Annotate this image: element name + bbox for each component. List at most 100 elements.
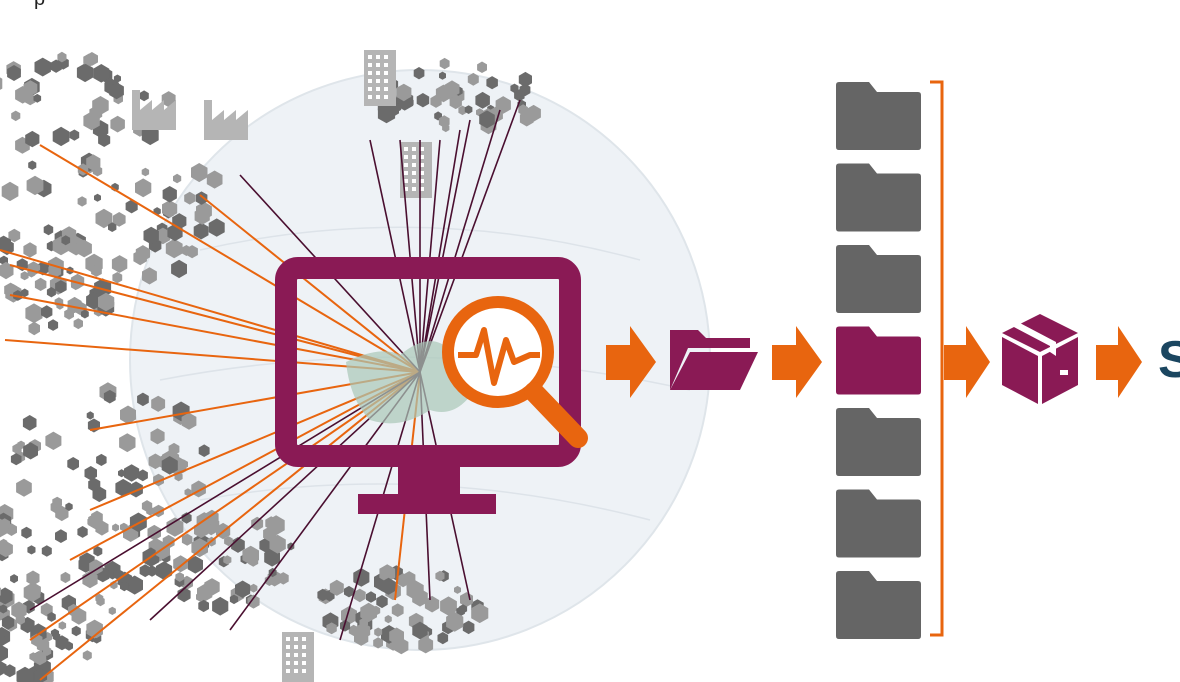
hexagon: [55, 529, 67, 543]
hexagon: [194, 207, 210, 225]
hexagon: [150, 428, 165, 445]
hexagon: [55, 280, 67, 294]
hexagon: [397, 573, 410, 588]
hexagon: [156, 561, 173, 580]
hexagon: [45, 431, 62, 450]
hexagon: [34, 277, 47, 291]
hexagon: [1, 181, 19, 202]
building-icon: [400, 142, 432, 198]
connection-line: [369, 139, 421, 373]
hexagon: [10, 574, 18, 584]
hexagon: [223, 555, 232, 565]
hexagon: [40, 602, 53, 617]
hexagon: [120, 581, 129, 592]
hexagon: [0, 587, 13, 605]
hexagon: [477, 61, 487, 73]
monitor-icon: [275, 257, 581, 514]
hexagon: [418, 636, 434, 654]
hexagon: [0, 77, 3, 90]
folder-icon: [836, 489, 921, 558]
hexagon: [41, 305, 53, 319]
hexagon: [143, 226, 159, 245]
hexagon: [0, 604, 8, 614]
hexagon: [25, 303, 43, 324]
hexagon: [98, 133, 111, 147]
hexagon: [440, 596, 457, 616]
hexagon: [112, 523, 120, 532]
hexagon: [198, 444, 210, 457]
hexagon: [406, 580, 424, 600]
hexagon: [95, 208, 113, 229]
hexagon: [161, 456, 178, 475]
hexagon: [94, 193, 101, 202]
hexagon: [413, 67, 425, 80]
arrow-right-icon: [1096, 326, 1142, 398]
connection-line: [9, 264, 421, 373]
hexagon: [120, 405, 136, 425]
hexagon: [16, 666, 34, 682]
hexagon: [344, 585, 354, 598]
hexagon: [11, 601, 27, 620]
hexagon: [212, 596, 229, 616]
hexagon: [29, 652, 38, 662]
hexagon: [437, 632, 449, 645]
folder-stack: [836, 82, 921, 639]
hexagon: [191, 163, 208, 183]
hexagon: [173, 173, 182, 184]
hexagon: [479, 110, 495, 129]
hexagon: [48, 319, 59, 331]
folder-icon: [836, 571, 921, 639]
hexagon: [162, 200, 178, 218]
hexagon: [21, 288, 29, 298]
connection-line: [29, 371, 421, 641]
hexagon: [25, 130, 40, 148]
cropped-text-top: p: [34, 0, 45, 11]
hexagon: [7, 65, 21, 81]
hexagon: [0, 644, 8, 662]
hexagon: [23, 242, 37, 258]
hexagon: [412, 621, 428, 640]
folder-icon: [836, 408, 921, 476]
hexagon: [0, 518, 9, 538]
hexagon: [355, 622, 371, 640]
hexagon: [424, 595, 440, 613]
hexagon: [57, 51, 67, 63]
folder-icon: [836, 163, 921, 232]
hexagon: [471, 603, 489, 624]
folder-icon: [836, 245, 921, 313]
hexagon: [329, 579, 344, 596]
hexagon: [41, 545, 52, 557]
hexagon: [251, 516, 264, 531]
hexagon: [0, 613, 3, 621]
hexagon: [247, 594, 260, 609]
hexagon: [430, 94, 442, 108]
cropped-text-right: S: [1158, 331, 1180, 389]
hexagon: [366, 591, 376, 603]
hexagon: [81, 309, 89, 319]
hexagon: [326, 622, 337, 635]
hexagon: [28, 321, 40, 336]
hexagon: [277, 572, 289, 585]
hexagon: [65, 502, 73, 511]
hexagon: [454, 585, 461, 594]
building-icon: [364, 50, 396, 106]
hexagon: [166, 517, 184, 537]
hexagon: [67, 296, 82, 314]
hexagon: [0, 540, 13, 558]
hexagon: [195, 191, 208, 205]
connection-line: [419, 109, 501, 373]
hexagon: [78, 63, 93, 81]
hexagon: [462, 620, 475, 635]
hexagon: [85, 52, 98, 66]
hexagon: [22, 415, 37, 431]
hexagon: [206, 170, 223, 189]
hexagon: [175, 572, 184, 582]
hexagon: [42, 646, 52, 656]
hexagon: [373, 637, 383, 649]
connection-line: [29, 371, 421, 611]
factory-icon: [132, 90, 176, 130]
hexagon: [93, 546, 103, 557]
hexagon: [46, 287, 56, 298]
hexagon: [0, 261, 14, 280]
